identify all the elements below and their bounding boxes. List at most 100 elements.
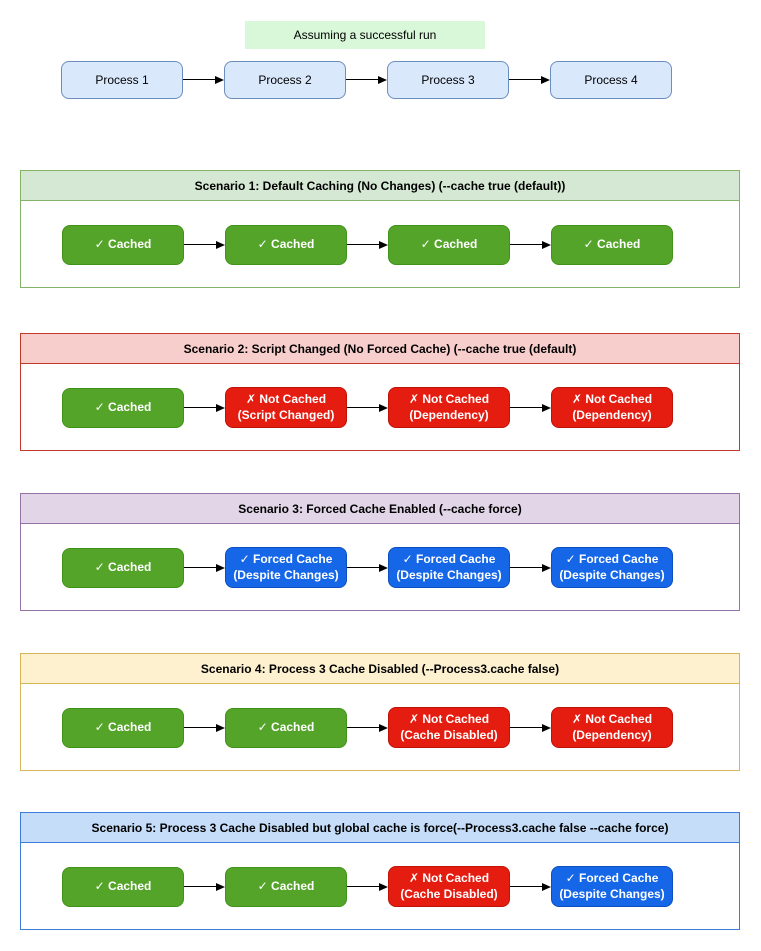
node-sublabel: (Dependency) (572, 407, 652, 422)
process-node-1: Process 1 (61, 61, 183, 99)
check-icon: ✓ (583, 236, 594, 251)
flow-arrow (183, 75, 224, 85)
node-label: ✓ Forced Cache (565, 870, 659, 885)
flow-arrow (347, 240, 388, 250)
node-not-cached: ✗ Not Cached(Dependency) (551, 706, 673, 749)
node-sublabel: (Dependency) (409, 407, 489, 422)
scenario-panel-3: Scenario 3: Forced Cache Enabled (--cach… (20, 493, 740, 611)
scenario-body: ✓ Cached✓ Cached✗ Not Cached(Cache Disab… (21, 684, 739, 771)
flow-arrow (347, 882, 388, 892)
node-cached: ✓ Cached (62, 707, 184, 748)
flow-arrow (184, 723, 225, 733)
scenario-panel-4: Scenario 4: Process 3 Cache Disabled (--… (20, 653, 740, 771)
check-icon: ✓ (94, 878, 105, 893)
check-icon: ✓ (94, 719, 105, 734)
node-sublabel: (Despite Changes) (396, 567, 502, 582)
cross-icon: ✗ (245, 391, 257, 406)
scenario-body: ✓ Cached✓ Forced Cache(Despite Changes)✓… (21, 524, 739, 611)
node-label: ✗ Not Cached (408, 870, 490, 885)
node-label: ✓ Cached (420, 236, 478, 251)
cross-icon: ✗ (571, 711, 583, 726)
node-cached: ✓ Cached (225, 224, 347, 265)
node-sublabel: (Cache Disabled) (400, 886, 498, 901)
node-label: ✗ Not Cached (571, 391, 653, 406)
flow-arrow (347, 563, 388, 573)
flow-assumption-label: Assuming a successful run (245, 21, 485, 49)
check-icon: ✓ (420, 236, 431, 251)
node-label: ✗ Not Cached (245, 391, 327, 406)
node-not-cached: ✗ Not Cached(Dependency) (388, 386, 510, 429)
flow-arrow (509, 75, 550, 85)
node-cached: ✓ Cached (62, 866, 184, 907)
scenario-body: ✓ Cached ✓ Cached ✗ Not Cached(Cache Disab… (21, 843, 739, 930)
check-icon: ✓ (257, 878, 268, 893)
flow-arrow (184, 563, 225, 573)
check-icon: ✓ (239, 551, 250, 566)
node-label: ✗ Not Cached (571, 711, 653, 726)
node-sublabel: (Script Changed) (237, 407, 335, 422)
node-label: ✓ Cached (94, 719, 152, 734)
flow-arrow (510, 240, 551, 250)
flow-arrow (510, 723, 551, 733)
scenario-body: ✓ Cached ✓ Cached ✓ Cached ✓ Cached (21, 201, 739, 288)
node-label: ✓ Cached (94, 399, 152, 414)
node-label: ✓ Forced Cache (239, 551, 333, 566)
check-icon: ✓ (94, 236, 105, 251)
node-label: ✓ Cached (257, 878, 315, 893)
node-cached: ✓ Cached (551, 224, 673, 265)
scenario-title: Scenario 3: Forced Cache Enabled (--cach… (21, 494, 739, 524)
flow-arrow (510, 882, 551, 892)
node-label: ✓ Forced Cache (402, 551, 496, 566)
flow-arrow (510, 563, 551, 573)
scenario-title: Scenario 1: Default Caching (No Changes)… (21, 171, 739, 201)
process-node-2: Process 2 (224, 61, 346, 99)
node-cached: ✓ Cached (62, 387, 184, 428)
node-label: ✓ Cached (257, 236, 315, 251)
node-label: ✗ Not Cached (408, 711, 490, 726)
node-not-cached: ✗ Not Cached(Cache Disabled) (388, 706, 510, 749)
scenario-title: Scenario 4: Process 3 Cache Disabled (--… (21, 654, 739, 684)
flow-arrow (184, 403, 225, 413)
flow-arrow (510, 403, 551, 413)
cross-icon: ✗ (408, 870, 420, 885)
node-sublabel: (Despite Changes) (559, 886, 665, 901)
scenario-body: ✓ Cached✗ Not Cached(Script Changed)✗ No… (21, 364, 739, 451)
node-not-cached: ✗ Not Cached(Cache Disabled) (388, 865, 510, 908)
node-label: ✓ Cached (583, 236, 641, 251)
node-forced: ✓ Forced Cache(Despite Changes) (551, 865, 673, 908)
process-flow-row: Process 1 Process 2 Process 3 Process 4 (61, 61, 672, 99)
node-cached: ✓ Cached (62, 224, 184, 265)
node-not-cached: ✗ Not Cached(Dependency) (551, 386, 673, 429)
check-icon: ✓ (94, 399, 105, 414)
cross-icon: ✗ (408, 391, 420, 406)
process-node-4: Process 4 (550, 61, 672, 99)
node-sublabel: (Despite Changes) (233, 567, 339, 582)
check-icon: ✓ (94, 559, 105, 574)
node-cached: ✓ Cached (388, 224, 510, 265)
node-label: ✓ Forced Cache (565, 551, 659, 566)
node-sublabel: (Dependency) (572, 727, 652, 742)
scenario-title: Scenario 5: Process 3 Cache Disabled but… (21, 813, 739, 843)
node-label: ✓ Cached (94, 559, 152, 574)
check-icon: ✓ (257, 719, 268, 734)
check-icon: ✓ (565, 551, 576, 566)
flow-arrow (346, 75, 387, 85)
flow-arrow (347, 723, 388, 733)
scenario-panel-2: Scenario 2: Script Changed (No Forced Ca… (20, 333, 740, 451)
scenario-panel-5: Scenario 5: Process 3 Cache Disabled but… (20, 812, 740, 930)
node-sublabel: (Despite Changes) (559, 567, 665, 582)
flow-arrow (347, 403, 388, 413)
node-forced: ✓ Forced Cache(Despite Changes) (225, 546, 347, 589)
scenario-panel-1: Scenario 1: Default Caching (No Changes)… (20, 170, 740, 288)
flow-arrow (184, 240, 225, 250)
node-sublabel: (Cache Disabled) (400, 727, 498, 742)
node-cached: ✓ Cached (62, 547, 184, 588)
node-label: ✓ Cached (257, 719, 315, 734)
node-label: ✓ Cached (94, 236, 152, 251)
cross-icon: ✗ (408, 711, 420, 726)
node-cached: ✓ Cached (225, 707, 347, 748)
check-icon: ✓ (565, 870, 576, 885)
node-label: ✓ Cached (94, 878, 152, 893)
check-icon: ✓ (402, 551, 413, 566)
